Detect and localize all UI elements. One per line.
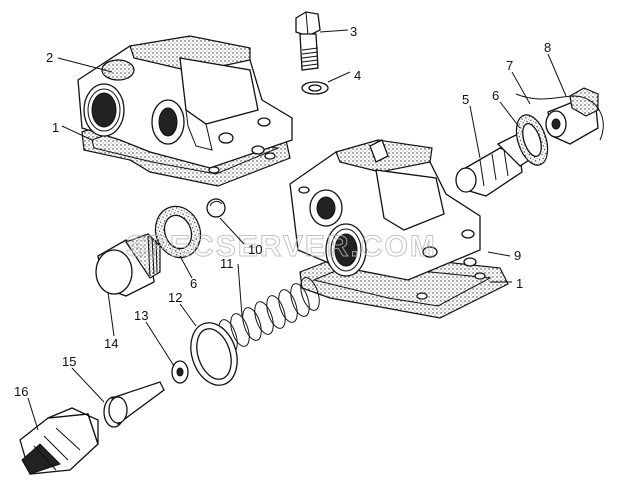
callout-7: 7 [506, 58, 513, 73]
upper-housing [77, 35, 293, 187]
leader-lines [27, 29, 567, 431]
callout-3: 3 [350, 24, 357, 39]
callout-9: 9 [514, 248, 521, 263]
needle-pin [103, 381, 165, 428]
callout-4: 4 [354, 68, 361, 83]
callout-5: 5 [462, 92, 469, 107]
callout-14: 14 [104, 336, 118, 351]
lower-housing [289, 139, 509, 319]
ball-and-washer [154, 198, 226, 259]
callout-2: 2 [46, 50, 53, 65]
callout-15: 15 [62, 354, 76, 369]
callout-1-lower: 1 [516, 276, 523, 291]
callout-6-lower: 6 [190, 276, 197, 291]
callout-8: 8 [544, 40, 551, 55]
small-washer [171, 360, 189, 384]
callout-13: 13 [134, 308, 148, 323]
threaded-plug [95, 233, 161, 297]
callout-6: 6 [492, 88, 499, 103]
plunger-assembly [455, 87, 604, 197]
callout-10: 10 [248, 242, 262, 257]
bolt-assembly [295, 11, 329, 95]
nozzle-cap [19, 407, 99, 475]
o-ring [190, 322, 238, 386]
callout-1: 1 [52, 120, 59, 135]
callout-labels: 1 2 3 4 5 6 7 8 9 10 11 12 13 14 15 16 1… [14, 24, 551, 399]
callout-11: 11 [220, 256, 234, 271]
watermark-text: SPECSERVER.COM [126, 230, 437, 263]
callout-16: 16 [14, 384, 28, 399]
callout-12: 12 [168, 290, 182, 305]
